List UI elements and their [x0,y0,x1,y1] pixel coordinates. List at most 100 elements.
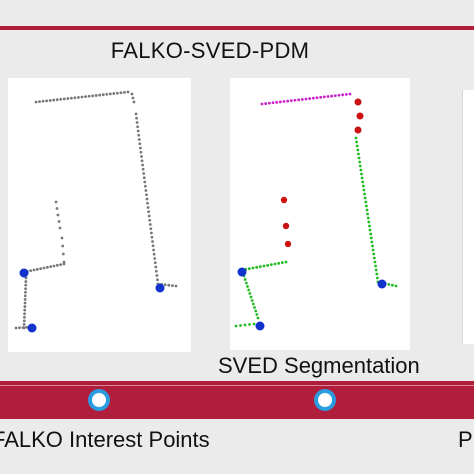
scan-point [21,326,25,329]
segment-point [255,265,259,269]
scan-point [156,278,159,282]
scan-point [62,97,66,101]
segment-point [354,136,358,140]
segment-point [284,260,288,264]
scan-point [80,95,84,99]
interest-point [19,268,29,278]
segment-point [371,248,375,252]
scan-point [146,206,150,209]
segment-point [362,188,366,192]
segment-point [371,244,374,248]
scan-point [57,220,61,223]
segment-point [262,264,266,268]
scan-point [155,274,159,277]
segment-point [304,97,308,101]
scan-point [23,308,27,312]
scan-point [163,283,167,287]
segment-seed [282,222,290,230]
scan-point [60,236,64,240]
scan-point [132,100,136,104]
scan-point [55,263,59,267]
segment-point [355,144,359,148]
scan-point [140,159,144,163]
scan-point [61,244,65,248]
segment-point [368,228,372,232]
scan-point [61,252,65,256]
segment-point [300,98,304,101]
scan-point [45,99,49,103]
segment-point [370,240,374,244]
segment-point [282,100,286,103]
segment-point [322,95,326,99]
falko-interest-points-caption: FALKO Interest Points [0,427,210,452]
scan-point [149,227,153,231]
scan-point [52,98,56,102]
timeline-node-falko[interactable] [88,389,110,411]
segment-point [243,278,247,281]
interest-point [27,323,37,333]
timeline-node-sved[interactable] [314,389,336,411]
scan-point [143,180,147,184]
scan-point [151,240,154,243]
scan-point [55,98,59,102]
scan-point [58,226,62,230]
segment-point [355,140,359,144]
scan-point [105,92,109,96]
segment-point [394,284,398,288]
falko-interest-points-panel [8,78,191,352]
segment-point [358,160,362,164]
scan-point [150,231,153,235]
segment-point [252,322,256,326]
scan-point [139,150,143,154]
segment-seed [284,240,292,248]
segment-point [289,99,293,103]
scan-point [18,326,21,330]
scan-point [167,283,171,287]
scan-point [142,172,146,175]
scan-point [153,261,157,265]
scan-point [137,138,141,141]
scan-point [34,100,38,104]
scan-point [142,176,146,180]
segment-point [369,236,373,240]
scan-point [24,287,27,291]
segment-point [326,95,330,98]
timeline-band [0,381,474,419]
sved-segmentation-panel [230,78,410,350]
scan-point [35,267,39,271]
segment-point [275,100,279,104]
scan-point [131,96,135,100]
segment-point [375,276,379,280]
segment-point [363,196,367,200]
scan-point [101,93,105,97]
scan-point [144,189,148,192]
segment-point [337,93,341,97]
scan-point [38,100,41,104]
scan-point [135,116,138,120]
segment-point [243,323,247,327]
scan-point [54,200,58,204]
scan-point [119,91,123,95]
scan-point [23,294,27,298]
falko-scan-plot [14,90,178,333]
scan-point [152,248,156,252]
sved-segmentation-caption: SVED Segmentation [218,353,420,378]
interest-point [155,283,165,293]
scan-point [139,146,142,150]
scan-point [135,121,139,124]
scan-point [24,290,27,294]
segment-point [247,267,251,271]
scan-point [151,244,155,248]
segment-point [358,164,362,168]
scan-point [42,266,46,270]
scan-point [153,257,157,260]
segment-point [315,96,319,100]
segment-point [246,285,249,288]
segment-point [254,309,258,313]
segment-point [264,102,268,105]
scan-point [98,93,102,97]
scan-point [130,92,134,96]
segment-point [286,99,290,103]
segment-point [311,96,315,100]
interest-point [377,279,387,289]
